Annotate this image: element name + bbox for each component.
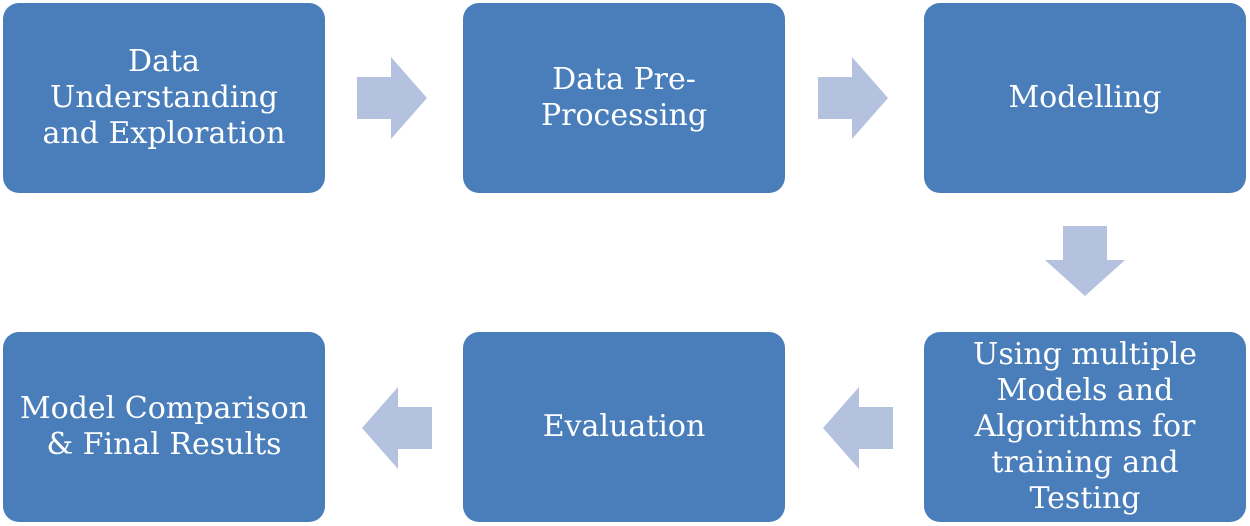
step-data-preprocessing: Data Pre-Processing — [463, 3, 785, 193]
step-evaluation: Evaluation — [463, 332, 785, 522]
step-model-comparison: Model Comparison & Final Results — [3, 332, 325, 522]
arrow-left-icon — [823, 387, 893, 469]
step-label: Data Pre-Processing — [540, 62, 708, 133]
step-label: Evaluation — [542, 409, 706, 444]
step-label: Data Understanding and Exploration — [42, 44, 286, 151]
step-label: Using multiple Models and Algorithms for… — [973, 337, 1197, 516]
arrow-down-icon — [1045, 226, 1125, 296]
step-multiple-models: Using multiple Models and Algorithms for… — [924, 332, 1246, 522]
arrow-left-icon — [362, 387, 432, 469]
step-label: Modelling — [1008, 80, 1162, 115]
arrow-right-icon — [818, 57, 888, 139]
step-modelling: Modelling — [924, 3, 1246, 193]
step-data-understanding: Data Understanding and Exploration — [3, 3, 325, 193]
arrow-right-icon — [357, 57, 427, 139]
step-label: Model Comparison & Final Results — [19, 391, 309, 462]
